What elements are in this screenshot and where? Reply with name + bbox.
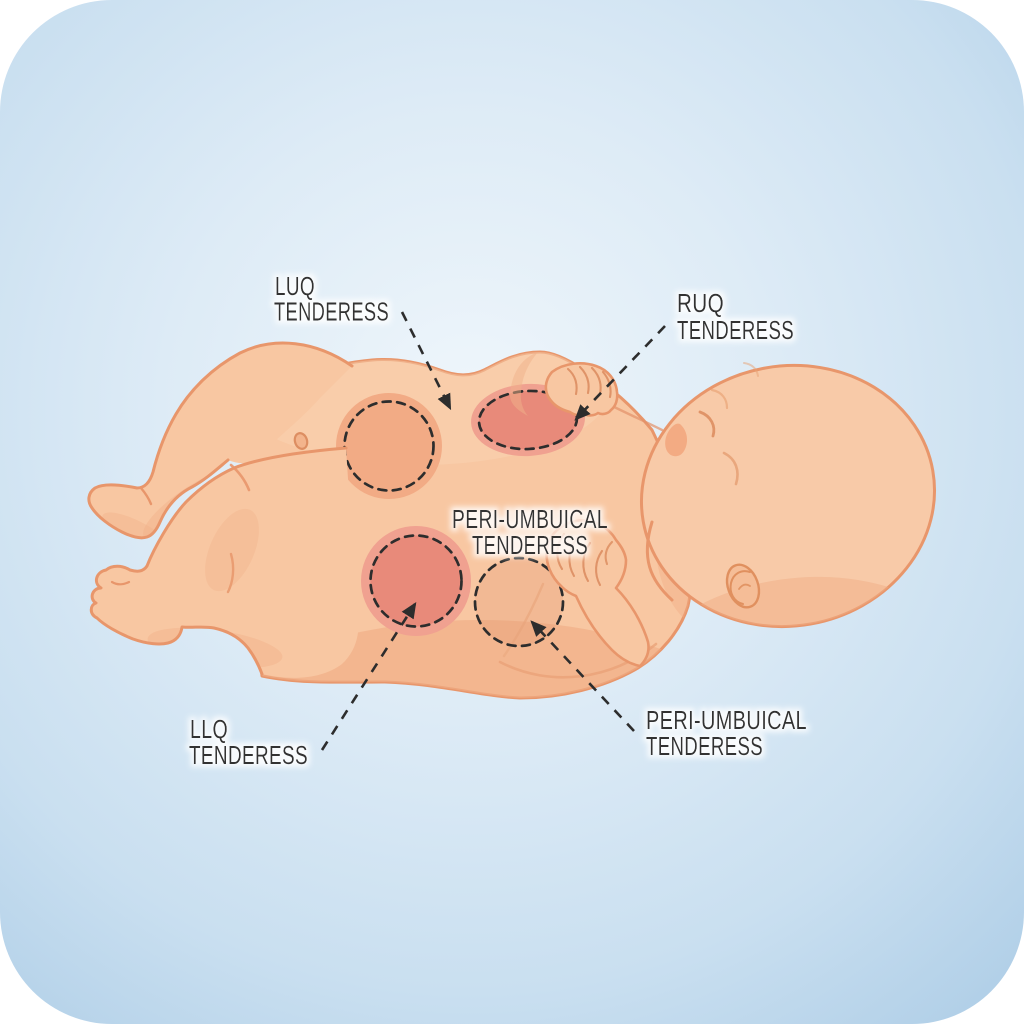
lower-hand-and-forearm bbox=[545, 519, 650, 668]
lower-finger-4 bbox=[595, 549, 604, 587]
ruq-arrow bbox=[574, 325, 666, 421]
lower-finger-3 bbox=[582, 541, 592, 583]
lower-finger-1 bbox=[556, 532, 566, 571]
baby-brow-line bbox=[710, 388, 729, 410]
ruq-label-line2: TENDERESS bbox=[677, 315, 794, 345]
periumbilical-arrow bbox=[530, 620, 635, 732]
luq-label-line1: LUQ bbox=[275, 271, 315, 301]
upper-finger-2 bbox=[578, 365, 590, 395]
llq-spot-dashed-ring bbox=[369, 534, 463, 628]
llq-label-line2: TENDERESS bbox=[189, 740, 308, 770]
upper-ankle-crease bbox=[139, 486, 153, 506]
llq-spot-inner-fill bbox=[370, 535, 462, 627]
knee-crease bbox=[226, 552, 235, 594]
lower-leg-outline bbox=[89, 446, 348, 676]
shoulder-shading bbox=[509, 352, 538, 416]
baby-ear bbox=[725, 563, 761, 609]
baby-cheek-line bbox=[722, 451, 739, 486]
periumbilical-spot-dashed-ring bbox=[473, 556, 565, 648]
chin-fold bbox=[645, 520, 674, 602]
ruq-spot-inner-fill bbox=[479, 390, 577, 450]
baby-head bbox=[620, 362, 956, 650]
upper-finger-1 bbox=[566, 367, 578, 396]
upper-leg-outline bbox=[87, 341, 354, 540]
llq-spot bbox=[361, 526, 471, 636]
upper-foot-shadow bbox=[102, 512, 174, 538]
lower-finger-2 bbox=[568, 536, 579, 578]
periumbilical-lower-label-line1: PERI-UMBUICAL bbox=[646, 705, 807, 735]
ear-inner-curve bbox=[729, 570, 751, 605]
baby-forehead-line bbox=[743, 362, 759, 377]
upper-hand bbox=[544, 362, 619, 417]
baby-eye bbox=[698, 410, 716, 438]
baby-navel bbox=[293, 432, 309, 450]
upper-leg-fill bbox=[88, 343, 352, 538]
big-toe-crease bbox=[110, 580, 131, 586]
groin-crease bbox=[502, 582, 545, 658]
baby-arm-upper bbox=[509, 352, 664, 432]
lower-thumb-line bbox=[604, 540, 614, 566]
luq-spot bbox=[336, 393, 442, 499]
llq-label: LLQ TENDERESS bbox=[189, 714, 308, 770]
periumbilical-center-label: PERI-UMBUICAL TENDERESS bbox=[452, 504, 608, 560]
baby-arm-lower bbox=[545, 519, 650, 668]
luq-spot-fill bbox=[336, 393, 442, 499]
lower-leg-fill bbox=[91, 448, 359, 678]
upper-finger-3 bbox=[590, 366, 602, 396]
knee-shadow bbox=[205, 508, 259, 592]
llq-label-line1: LLQ bbox=[190, 714, 228, 744]
tenderness-spots bbox=[336, 383, 585, 648]
periumbilical-center-label-line1: PERI-UMBUICAL bbox=[452, 504, 608, 534]
annotations: LUQ TENDERESS RUQ TENDERESS PERI-UMBUICA… bbox=[189, 271, 807, 770]
periumbilical-lower-label: PERI-UMBUICAL TENDERESS bbox=[646, 705, 807, 761]
ruq-label-line1: RUQ bbox=[677, 288, 724, 318]
periumbilical-center-label-line2: TENDERESS bbox=[472, 530, 588, 560]
thigh-junction-crease bbox=[229, 463, 251, 492]
periumbilical-lower-label-line2: TENDERESS bbox=[646, 731, 763, 761]
ear-inner-fold bbox=[738, 583, 751, 590]
luq-label: LUQ TENDERESS bbox=[274, 271, 389, 327]
baby-nose bbox=[665, 423, 688, 457]
lower-hand-fingers bbox=[556, 532, 604, 587]
navel-mark bbox=[293, 432, 309, 450]
ruq-label: RUQ TENDERESS bbox=[677, 288, 794, 345]
luq-label-line2: TENDERESS bbox=[274, 297, 389, 327]
baby-face bbox=[665, 362, 759, 486]
luq-spot-dashed-ring bbox=[343, 400, 435, 492]
